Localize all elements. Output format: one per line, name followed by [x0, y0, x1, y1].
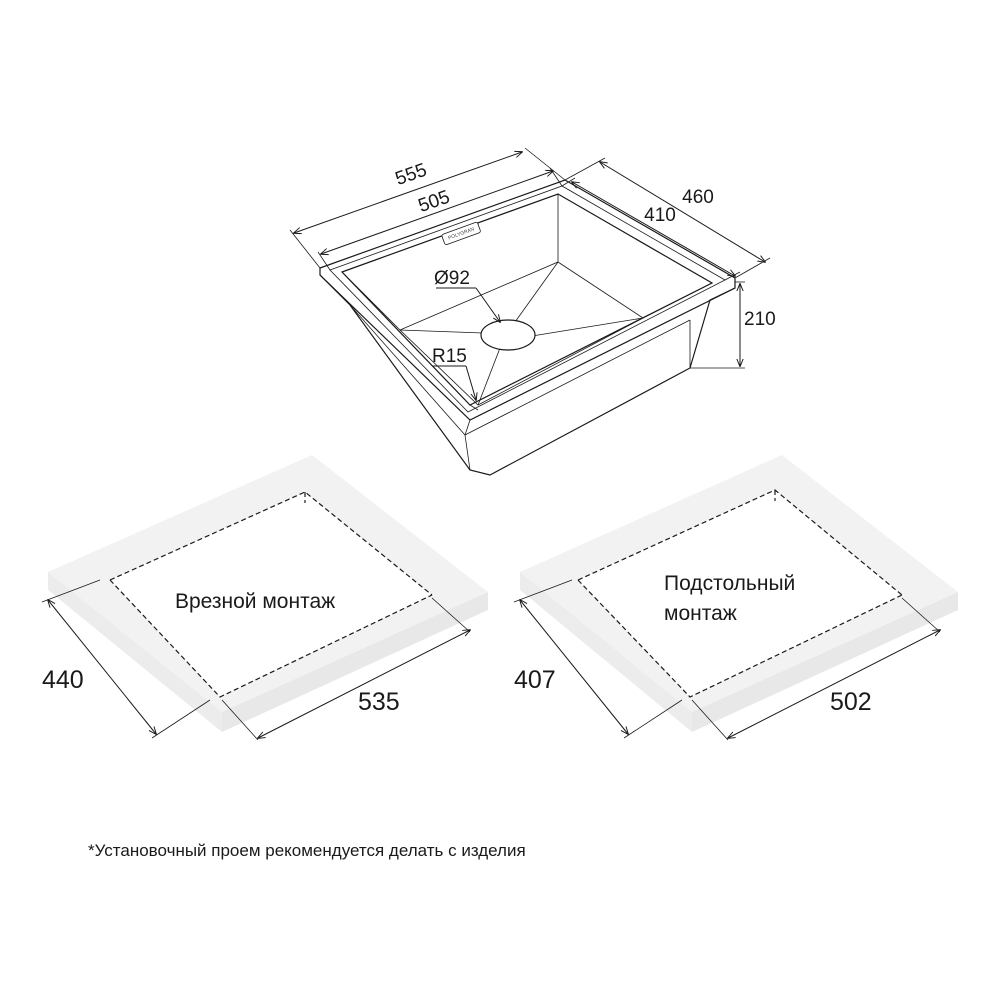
cutout-undermount-label-line2: монтаж: [664, 602, 737, 625]
dim-drain: Ø92: [434, 268, 470, 289]
footnote: *Установочный проем рекомендуется делать…: [88, 841, 526, 860]
dim-535: 535: [358, 688, 400, 716]
dim-line-535: [258, 630, 470, 738]
radius-leader: [465, 365, 476, 400]
dim-line-407: [520, 600, 628, 734]
cutout-opening-left: [110, 492, 432, 697]
dim-410: 410: [644, 205, 676, 226]
dim-line-440: [48, 600, 156, 734]
dim-505: 505: [416, 187, 453, 217]
cutout-top-mount: 440 535 Врезной монтаж: [41, 455, 488, 741]
dim-407: 407: [514, 666, 556, 694]
dim-502: 502: [830, 688, 872, 716]
dim-line-410: [572, 182, 735, 276]
dim-line-502: [728, 630, 940, 738]
dim-radius: R15: [432, 346, 467, 367]
drain-hole: [480, 319, 536, 351]
dim-460: 460: [682, 187, 714, 208]
cutout-top-mount-label: Врезной монтаж: [175, 590, 335, 613]
dim-line-505: [321, 171, 553, 254]
sink-drawing: POLYGRAN 555 505 460 410 210 Ø92 R1: [289, 147, 776, 476]
cutout-undermount: 407 502 Подстольный монтаж: [513, 455, 958, 741]
cutout-undermount-label-line1: Подстольный: [664, 572, 795, 595]
dim-440: 440: [42, 666, 84, 694]
dim-210: 210: [744, 309, 776, 330]
drain-leader: [475, 287, 500, 322]
dim-555: 555: [393, 160, 430, 190]
cutout-opening-right: [578, 490, 902, 697]
